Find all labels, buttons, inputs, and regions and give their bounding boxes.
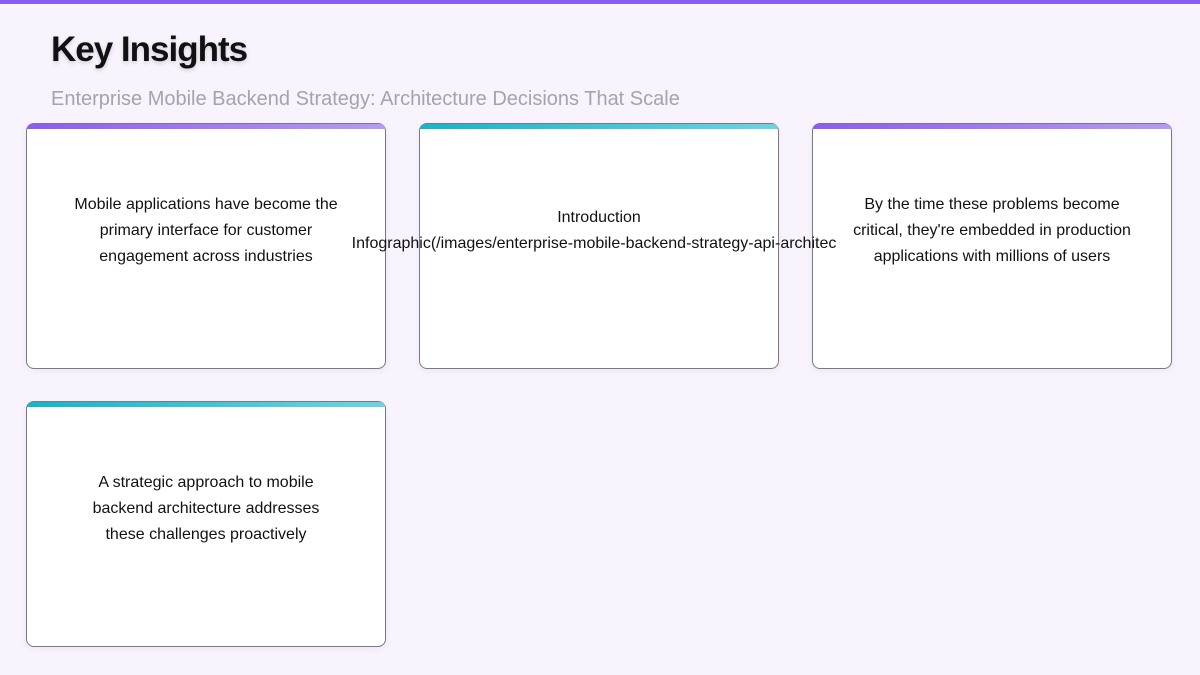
card-text: By the time these problems become critic… bbox=[853, 196, 1131, 265]
page-title: Key Insights bbox=[51, 30, 248, 69]
insight-card: By the time these problems become critic… bbox=[812, 123, 1172, 369]
card-heading: Introduction bbox=[557, 209, 641, 226]
insight-card: A strategic approach to mobile backend a… bbox=[26, 401, 386, 647]
card-text: Mobile applications have become the prim… bbox=[74, 196, 338, 265]
top-accent-bar bbox=[0, 0, 1200, 4]
card-text: Infographic(/images/enterprise-mobile-ba… bbox=[351, 235, 837, 252]
card-text: A strategic approach to mobile backend a… bbox=[92, 474, 320, 543]
card-accent-bar bbox=[27, 402, 385, 407]
insight-card: Mobile applications have become the prim… bbox=[26, 123, 386, 369]
page-subtitle: Enterprise Mobile Backend Strategy: Arch… bbox=[51, 88, 680, 110]
card-accent-bar bbox=[813, 124, 1171, 129]
card-accent-bar bbox=[27, 124, 385, 129]
card-accent-bar bbox=[420, 124, 778, 129]
insight-card: Introduction Infographic(/images/enterpr… bbox=[352, 123, 836, 369]
